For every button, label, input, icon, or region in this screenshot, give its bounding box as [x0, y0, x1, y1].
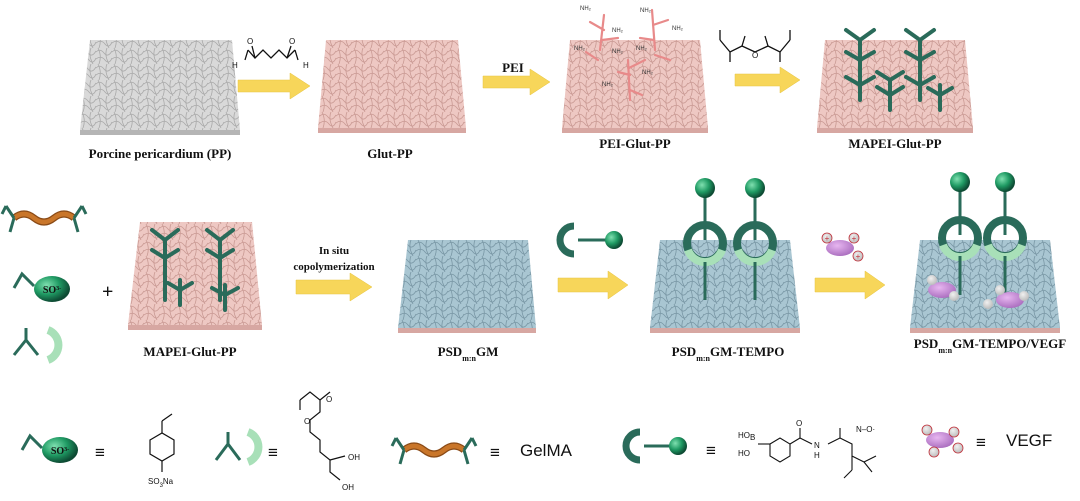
label-mapei-glut-pp-top: MAPEI-Glut-PP: [848, 136, 941, 151]
sheet-psd-gm: [398, 240, 536, 333]
pei-amines: NH₂ NH₂ NH₂ NH₂ NH₂ NH₂ NH₂ NH₂ NH₂: [574, 6, 684, 88]
label-psd-gm: PSDm:nGM: [438, 344, 499, 363]
tempo-boron: B: [750, 433, 755, 442]
gma-structure: [299, 391, 346, 481]
sheet-psd-gm-tempo: [650, 240, 800, 333]
nh2-6: NH₂: [672, 26, 684, 32]
gelma-monomer: [0, 205, 88, 233]
legend-tempo-symbol: [622, 428, 687, 464]
arrow-insitu-line2: copolymerization: [293, 261, 374, 273]
gluta-o-left: O: [247, 37, 253, 46]
sheet-mapei-glut-pp-top: [817, 40, 973, 133]
glutaraldehyde-structure: [244, 45, 299, 61]
nh2-7: NH₂: [636, 46, 648, 52]
methacrylate-posts-top: [844, 28, 954, 112]
nh2-3: NH₂: [574, 46, 586, 52]
vegf-plus-c: +: [856, 252, 861, 261]
tempo-ho2: HO: [738, 449, 750, 458]
arrow-pei: [482, 68, 551, 96]
gma-oh1: OH: [348, 453, 360, 462]
tempo-n-amide: N: [814, 441, 820, 450]
tempo-nh-h: H: [814, 451, 820, 460]
tempo-reagent: [556, 222, 623, 258]
label-psd-gm-tempo: PSDm:nGM-TEMPO: [672, 344, 785, 363]
gma-oh2: OH: [342, 483, 354, 492]
gma-o-ester: O: [304, 417, 310, 426]
label-pp: Porcine pericardium (PP): [89, 146, 232, 161]
gluta-h-left: H: [232, 61, 238, 70]
gma-o-carbonyl: O: [326, 395, 332, 404]
arrow-ma: [734, 66, 801, 94]
gluta-h-right: H: [303, 61, 309, 70]
anhydride-o: O: [752, 51, 758, 60]
legend-vegf-symbol: [921, 424, 964, 458]
tempo-o: O: [796, 419, 802, 428]
arrow-insitu: [295, 272, 373, 302]
pei-branches: [584, 8, 672, 102]
equiv-vegf: ≡: [976, 433, 986, 452]
equiv-tempo: ≡: [706, 441, 716, 460]
legend-gma-symbol: [214, 428, 263, 466]
label-pei-glut-pp: PEI-Glut-PP: [599, 136, 671, 151]
legend-vegf-label: VEGF: [1006, 431, 1052, 450]
arrow-pei-label: PEI: [502, 60, 524, 75]
sheet-mapei-glut-pp-mid: [128, 222, 262, 330]
label-psd-gm-tempo-vegf: PSDm:nGM-TEMPO/VEGF: [914, 336, 1067, 355]
tempo-rings-vegf: [927, 172, 1029, 309]
methacrylic-anhydride-structure: [719, 30, 791, 62]
sheet-psd-gm-tempo-vegf: [910, 240, 1060, 333]
nh2-4: NH₂: [612, 49, 624, 55]
gluta-o-right: O: [289, 37, 295, 46]
vegf-plus-a: +: [825, 234, 830, 243]
vegf-plus-b: +: [852, 234, 857, 243]
nh2-5: NH₂: [640, 8, 652, 14]
tempo-structure: [758, 428, 877, 479]
tempo-nitroxide: N–O·: [856, 425, 875, 434]
arrow-tempo: [557, 270, 629, 300]
arrow-glut: [237, 72, 311, 100]
sulfonate-monomer: SO3-: [12, 271, 70, 302]
plus-sign: +: [102, 281, 113, 303]
label-mapei-glut-pp-mid: MAPEI-Glut-PP: [143, 344, 236, 359]
equiv-sulfonate: ≡: [95, 443, 105, 462]
tempo-rings: [683, 178, 777, 300]
so3-label-mid: SO3-: [43, 285, 61, 296]
label-glut-pp: Glut-PP: [367, 146, 413, 161]
arrow-insitu-line1: In situ: [319, 245, 349, 257]
equiv-gelma: ≡: [490, 443, 500, 462]
equiv-gma: ≡: [268, 443, 278, 462]
nh2-1: NH₂: [580, 6, 592, 12]
so3na-text: SO3Na: [148, 477, 174, 489]
legend-gelma-symbol: [390, 437, 478, 465]
nh2-8: NH₂: [642, 70, 654, 76]
vegf-reagent: + + +: [821, 232, 864, 262]
methacrylate-posts-mid: [150, 228, 240, 312]
nh2-9: NH₂: [602, 82, 614, 88]
sheet-pei-glut-pp: [562, 40, 708, 133]
sheet-pp: [80, 40, 240, 135]
so3-label-legend: SO3-: [51, 446, 69, 457]
legend-gelma-label: GelMA: [520, 441, 573, 460]
nh2-2: NH₂: [612, 28, 624, 34]
arrow-vegf: [814, 270, 886, 300]
tempo-ho1: HO: [738, 431, 750, 440]
legend-sulfonate-symbol: SO3-: [20, 433, 78, 463]
glycidyl-methacrylate-monomer: [12, 326, 63, 364]
sheet-glut-pp: [318, 40, 466, 133]
styrene-sulfonate-structure: [149, 413, 175, 472]
